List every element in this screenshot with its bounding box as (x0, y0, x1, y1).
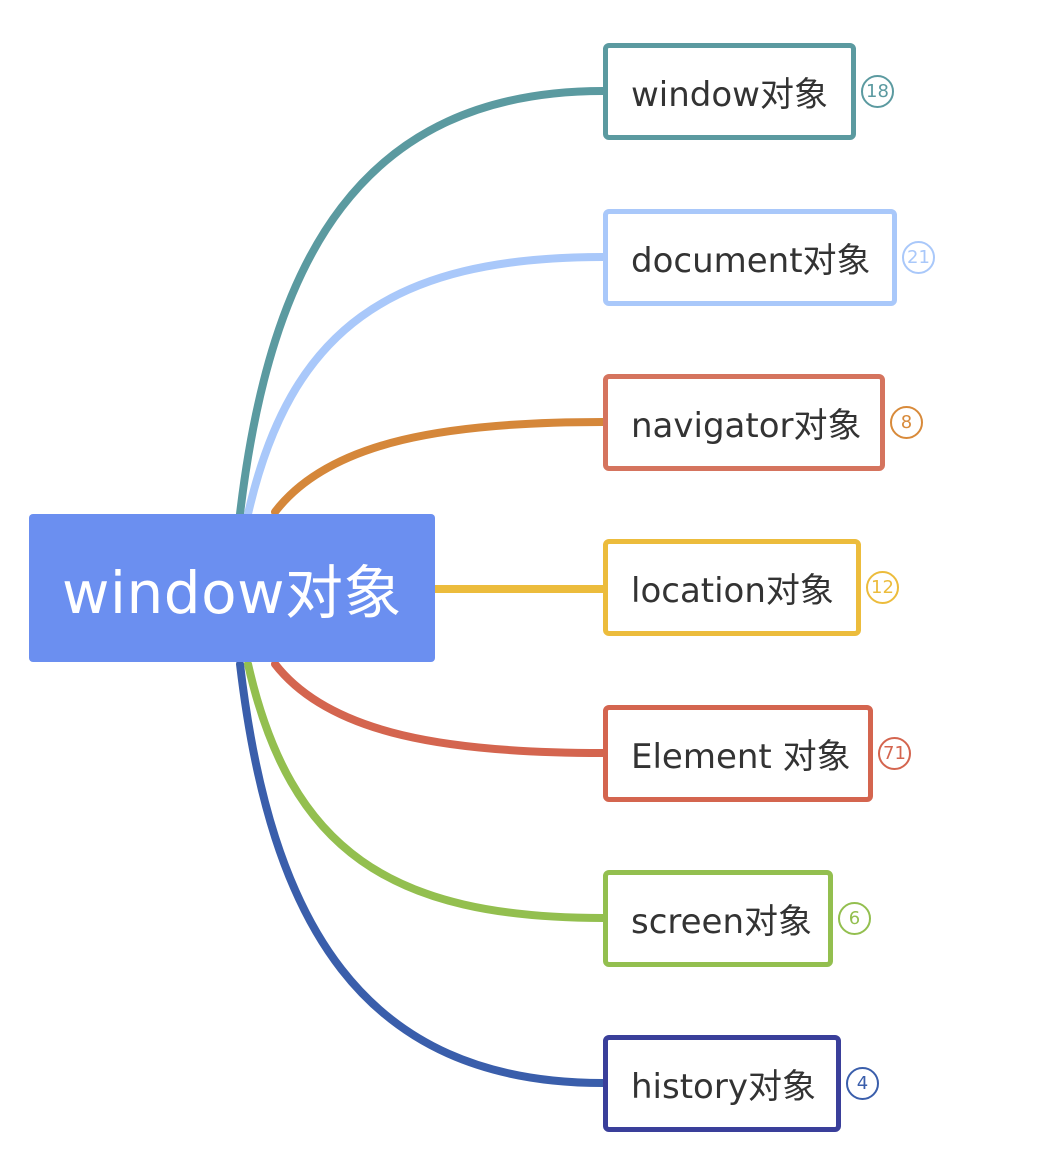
count-badge-document[interactable]: 21 (902, 241, 935, 274)
connector-line-history (236, 660, 607, 1087)
count-badge-element[interactable]: 71 (878, 737, 911, 770)
child-node-label: window对象 (631, 75, 828, 115)
child-node-location[interactable]: location对象 (603, 539, 861, 636)
child-node-document[interactable]: document对象 (603, 209, 897, 306)
count-badge-screen[interactable]: 6 (838, 902, 871, 935)
connector-line-window (236, 87, 607, 518)
child-node-navigator[interactable]: navigator对象 (603, 374, 885, 471)
connector-line-screen (244, 660, 607, 922)
connector-line-element (271, 660, 607, 757)
child-node-label: Element 对象 (631, 737, 851, 777)
child-node-label: document对象 (631, 241, 871, 281)
child-node-label: location对象 (631, 571, 834, 611)
count-badge-history[interactable]: 4 (846, 1067, 879, 1100)
connector-line-document (244, 253, 607, 518)
count-badge-location[interactable]: 12 (866, 571, 899, 604)
child-node-label: screen对象 (631, 902, 813, 942)
count-badge-navigator[interactable]: 8 (890, 406, 923, 439)
connector-line-navigator (271, 418, 607, 516)
root-node[interactable]: window对象 (29, 514, 435, 662)
child-node-element[interactable]: Element 对象 (603, 705, 873, 802)
child-node-window[interactable]: window对象 (603, 43, 856, 140)
count-badge-window[interactable]: 18 (861, 75, 894, 108)
child-node-label: navigator对象 (631, 406, 862, 446)
root-node-label: window对象 (61, 559, 403, 627)
child-node-label: history对象 (631, 1067, 816, 1107)
child-node-screen[interactable]: screen对象 (603, 870, 833, 967)
child-node-history[interactable]: history对象 (603, 1035, 841, 1132)
